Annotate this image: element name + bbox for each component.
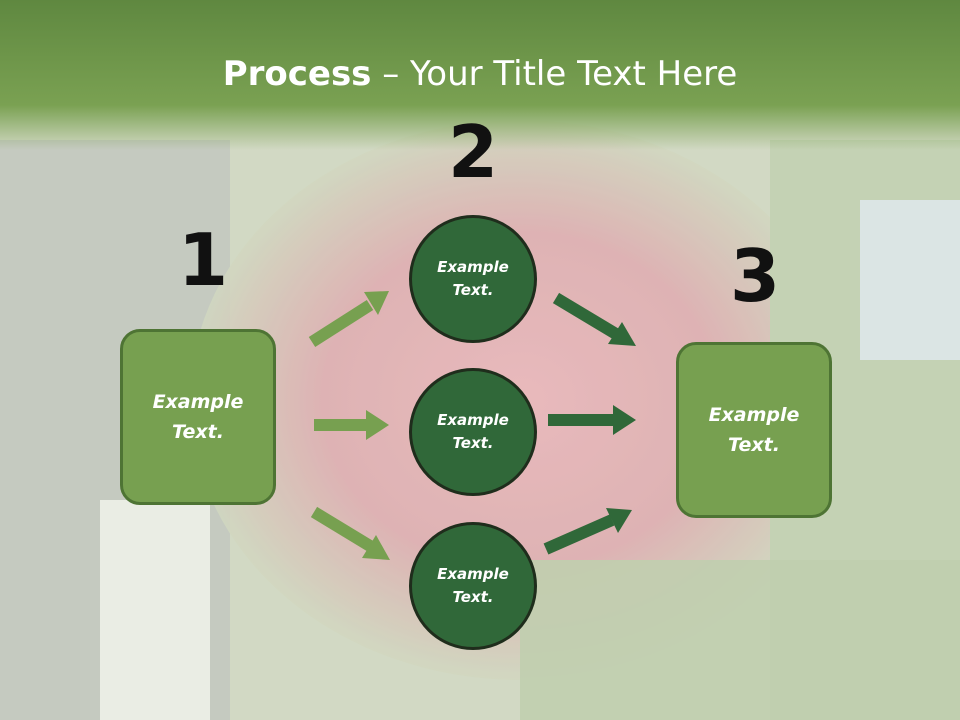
arrow-to-top bbox=[308, 291, 389, 348]
arrow-to-middle bbox=[314, 410, 389, 440]
step-number-3: 3 bbox=[730, 234, 781, 318]
title-rest-part: – Your Title Text Here bbox=[371, 54, 738, 94]
title-bold-part: Process bbox=[222, 54, 372, 94]
slide-title: Process – Your Title Text Here bbox=[0, 52, 960, 96]
arrow-from-top bbox=[552, 292, 636, 346]
arrow-from-bottom bbox=[543, 508, 632, 555]
title-band bbox=[0, 0, 960, 150]
step-number-1: 1 bbox=[178, 218, 229, 302]
arrow-from-middle bbox=[548, 405, 636, 435]
step-number-2: 2 bbox=[448, 110, 499, 194]
arrow-to-bottom bbox=[310, 506, 390, 560]
